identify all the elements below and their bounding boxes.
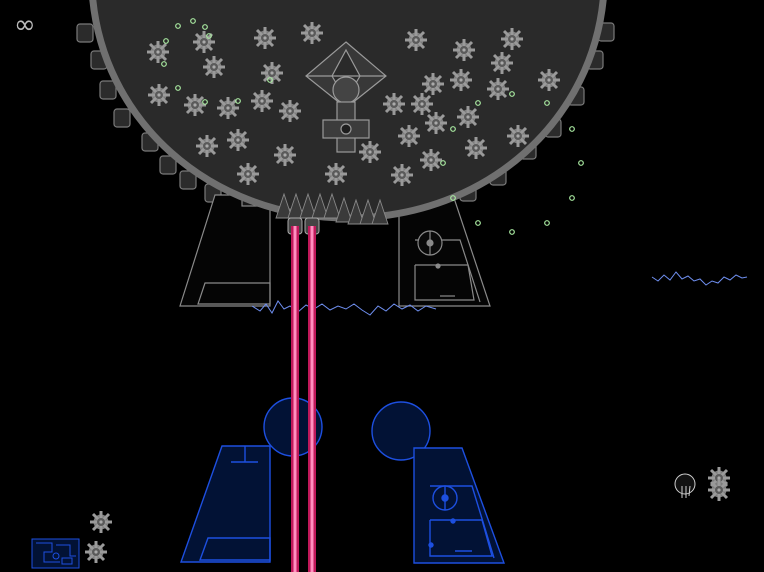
boss-spikes <box>275 192 389 225</box>
boss-mothership[interactable] <box>76 0 615 307</box>
enemy-gear-mine-right-2[interactable] <box>706 477 732 503</box>
player-left-wing <box>180 445 271 563</box>
lives-infinity-icon: ∞ <box>14 10 36 40</box>
boss-left-turret-base <box>179 189 271 307</box>
player-right-wing <box>413 447 506 564</box>
enemy-gear-mine-left-2[interactable] <box>83 539 109 565</box>
player-right-shield-orb <box>371 401 431 461</box>
energy-orbs <box>161 18 584 235</box>
player-ship-blue[interactable] <box>180 397 506 564</box>
enemy-pod[interactable] <box>674 473 696 498</box>
electric-arc-right <box>651 271 748 286</box>
electric-arc-center <box>251 300 437 316</box>
laser-beams <box>291 226 316 572</box>
enemy-gear-mine-left-1[interactable] <box>88 509 114 535</box>
boss-core <box>305 41 387 153</box>
boss-right-turret-base <box>398 191 491 307</box>
minimap-icon[interactable] <box>31 538 80 569</box>
